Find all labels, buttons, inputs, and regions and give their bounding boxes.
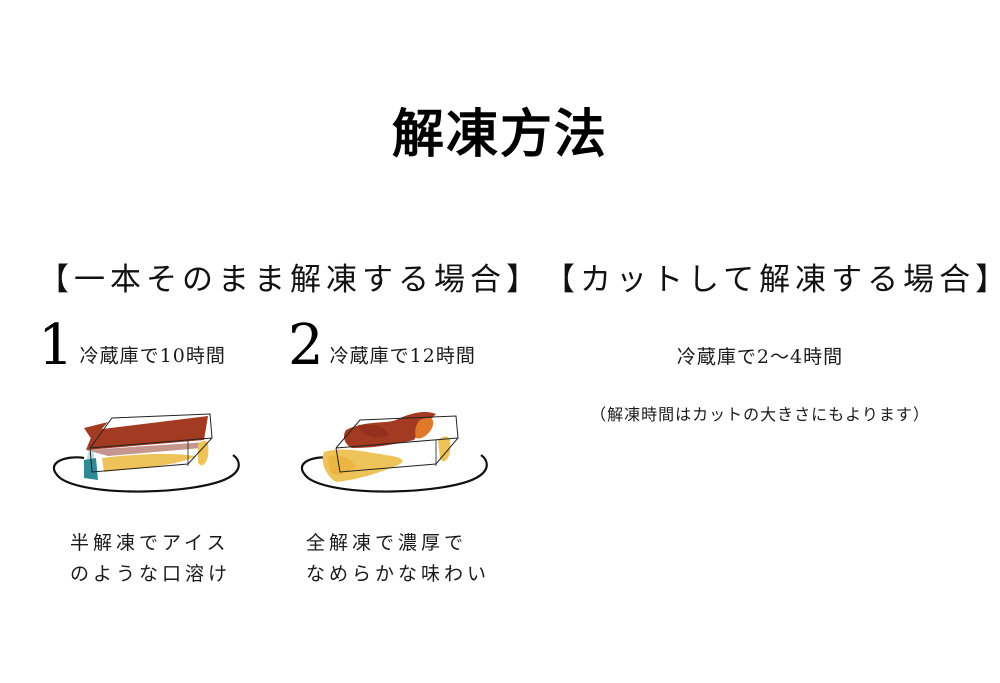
cut-thaw-time: 冷蔵庫で2〜4時間: [676, 346, 844, 368]
fully-thawed-cake-icon: [300, 412, 488, 493]
caption-line: 半解凍でアイス: [70, 532, 230, 554]
page-title: 解凍方法: [391, 105, 608, 165]
cut-thaw-note: （解凍時間はカットの大きさにもよります）: [590, 405, 930, 424]
step-number: 2: [288, 313, 324, 378]
step-number: 1: [38, 313, 74, 378]
step-method: 冷蔵庫で10時間: [79, 345, 226, 367]
half-thawed-cake-icon: [52, 413, 240, 493]
step-1-caption: 半解凍でアイス のような口溶け: [70, 528, 231, 590]
section-heading-whole: 【一本そのまま解凍する場合】: [38, 262, 542, 298]
section-heading-cut: 【カットして解凍する場合】: [544, 262, 1000, 298]
step-2-caption: 全解凍で濃厚で なめらかな味わい: [306, 528, 490, 590]
caption-line: のような口溶け: [70, 563, 232, 585]
caption-line: 全解凍で濃厚で: [306, 532, 468, 554]
caption-line: なめらかな味わい: [306, 563, 491, 585]
step-method: 冷蔵庫で12時間: [329, 345, 476, 367]
